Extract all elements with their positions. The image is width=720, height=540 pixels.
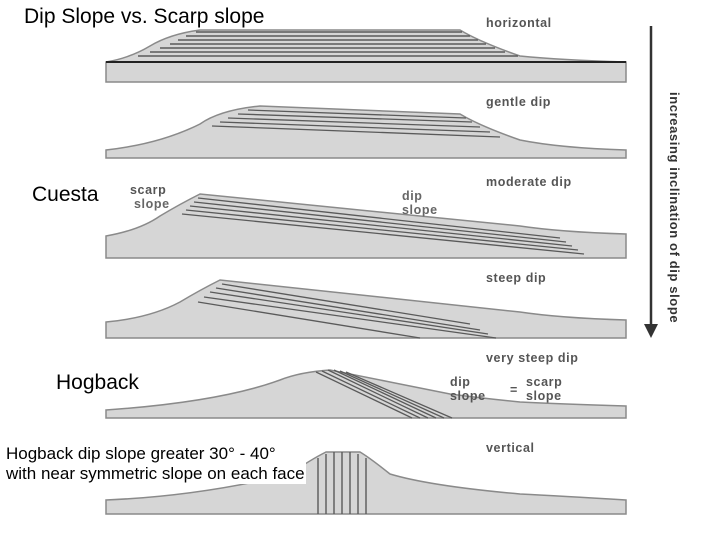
- label-dip-line2: slope: [402, 203, 438, 217]
- label-steep-dip: steep dip: [486, 271, 546, 285]
- label-gentle-dip: gentle dip: [486, 95, 551, 109]
- label-horizontal: horizontal: [486, 16, 552, 30]
- label-vertical: vertical: [486, 441, 535, 455]
- panel-very-steep-dip: very steep dip dip slope = scarp slope: [106, 351, 626, 418]
- label-very-steep-dip: very steep dip: [486, 351, 578, 365]
- panel-moderate-dip: moderate dip scarp slope dip slope: [106, 175, 626, 258]
- arrow-label: increasing inclination of dip slope: [667, 92, 682, 323]
- label-vs-dip-line2: slope: [450, 389, 486, 403]
- arrow-head-icon: [644, 324, 658, 338]
- inclination-arrow: increasing inclination of dip slope: [644, 26, 682, 338]
- label-vs-scarp-line1: scarp: [526, 375, 562, 389]
- strata-horizontal: [138, 32, 518, 56]
- label-vs-dip-line1: dip: [450, 375, 471, 389]
- label-moderate-dip: moderate dip: [486, 175, 572, 189]
- side-label-hogback: Hogback: [56, 371, 139, 395]
- label-scarp-line1: scarp: [130, 183, 166, 197]
- side-label-cuesta: Cuesta: [32, 183, 99, 207]
- panel-gentle-dip: gentle dip: [106, 95, 626, 158]
- panel-steep-dip: steep dip: [106, 271, 626, 338]
- label-scarp-line2: slope: [134, 197, 170, 211]
- page-title: Dip Slope vs. Scarp slope: [24, 5, 264, 29]
- label-dip-line1: dip: [402, 189, 423, 203]
- label-vs-equals: =: [510, 383, 518, 397]
- hogback-note: Hogback dip slope greater 30° - 40° with…: [6, 444, 306, 484]
- label-vs-scarp-line2: slope: [526, 389, 562, 403]
